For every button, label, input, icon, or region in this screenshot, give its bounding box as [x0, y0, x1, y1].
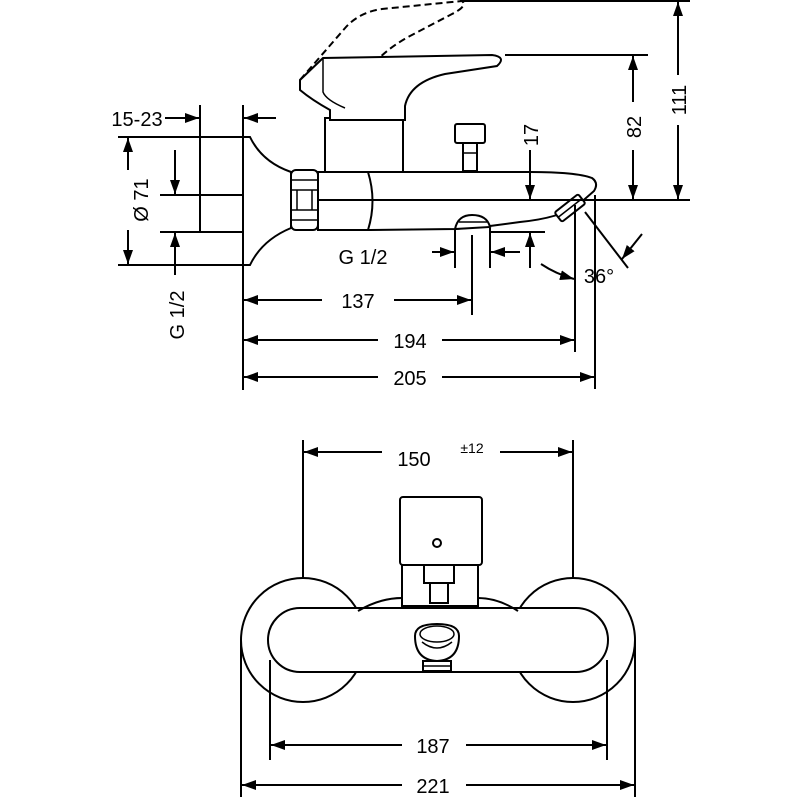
overall-width-label: 221 — [416, 776, 449, 798]
diverter-indicator-dot — [432, 538, 442, 548]
wall-escutcheon — [242, 136, 292, 266]
centers-label: 150 — [397, 449, 430, 471]
spout-outlet — [554, 193, 586, 223]
lever-handle — [299, 53, 502, 121]
inlet-pipe — [199, 194, 244, 233]
front-view-dimensions: 150 ±12 187 221 — [240, 440, 636, 798]
outlet-offset-label: 137 — [341, 291, 374, 313]
front-view — [240, 496, 636, 703]
side-view-dimensions: 15-23 Ø 71 G 1/2 G 1/2 17 82 — [111, 0, 691, 390]
diverter-knob — [454, 123, 486, 172]
outlet-thread-label: G 1/2 — [339, 247, 388, 269]
handle-height-label: 82 — [624, 116, 646, 138]
body-width-label: 187 — [416, 736, 449, 758]
spout-length-label: 194 — [393, 331, 426, 353]
spout-angle-arrow-left — [540, 263, 575, 281]
hex-nut — [290, 169, 319, 231]
centers-tolerance-label: ±12 — [460, 440, 483, 456]
body-shoulder-left — [357, 597, 403, 612]
wall-depth-label: 15-23 — [111, 109, 162, 131]
raised-handle-height-label: 111 — [669, 85, 691, 115]
body-shoulder-right — [477, 597, 519, 612]
front-aerator — [413, 622, 461, 672]
spout-angle-axis — [584, 211, 629, 269]
diverter-knob-front — [399, 496, 483, 566]
bottom-aerator — [453, 213, 492, 231]
overall-depth-label: 205 — [393, 368, 426, 390]
raised-lever-outline — [299, 0, 465, 109]
lever-edge-line — [322, 58, 346, 109]
escutcheon-diameter-label: Ø 71 — [131, 178, 153, 221]
inlet-thread-label: G 1/2 — [167, 291, 189, 340]
spout-clearance-label: 17 — [521, 124, 543, 146]
spout-angle-label: 36° — [584, 266, 614, 288]
cartridge-housing — [324, 117, 404, 173]
spout-angle-arrow-right — [621, 233, 643, 260]
